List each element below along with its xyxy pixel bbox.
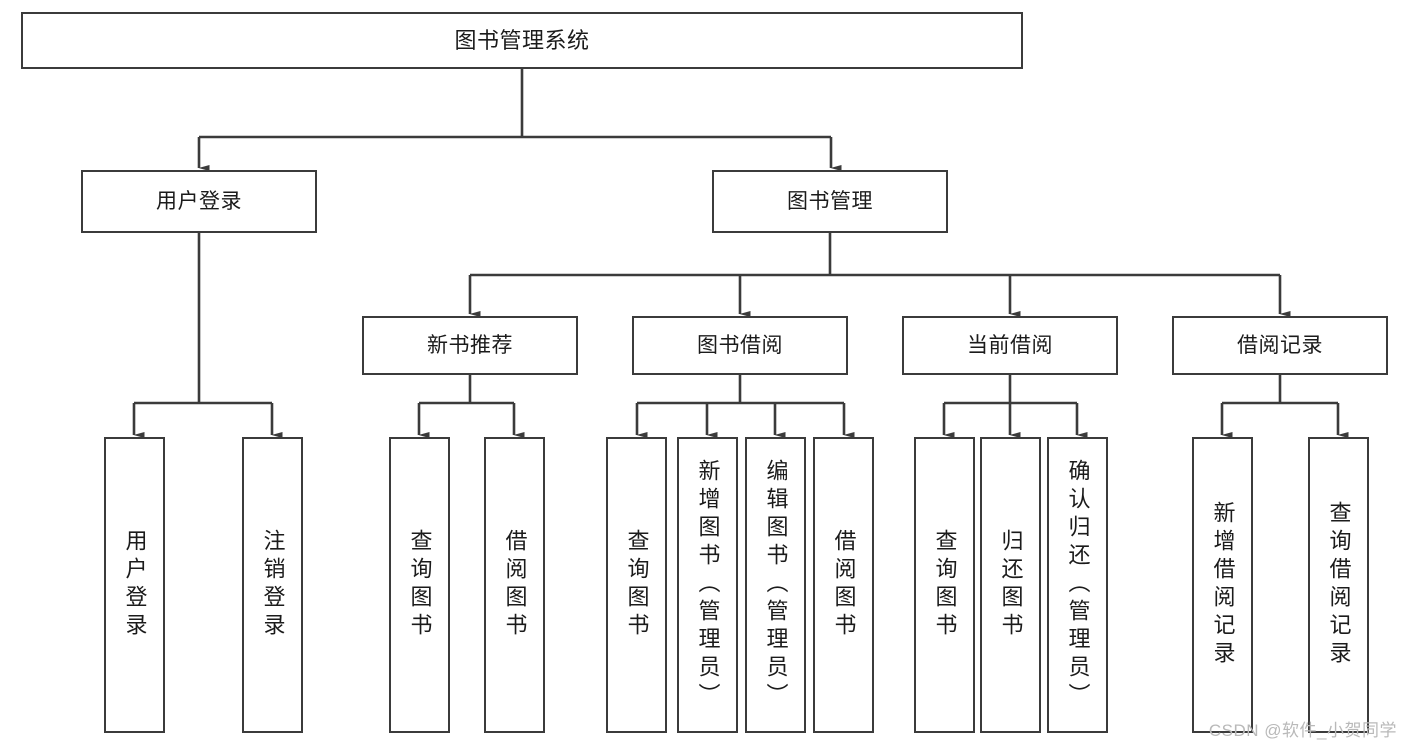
node-current-borrow[interactable]: 当前借阅 (902, 316, 1118, 375)
leaf-borrow-edit-book-admin[interactable]: 编辑图书（管理员） (745, 437, 806, 733)
node-root-book-management-system[interactable]: 图书管理系统 (21, 12, 1023, 69)
leaf-borrow-add-book-admin[interactable]: 新增图书（管理员） (677, 437, 738, 733)
leaf-recommend-query-book[interactable]: 查询图书 (389, 437, 450, 733)
node-label: 图书管理 (787, 190, 873, 213)
node-label: 用户登录 (122, 529, 148, 641)
node-label: 图书借阅 (697, 334, 783, 357)
node-label: 确认归还（管理员） (1065, 459, 1091, 711)
node-label: 当前借阅 (967, 334, 1053, 357)
node-user-login[interactable]: 用户登录 (81, 170, 317, 233)
node-label: 新增借阅记录 (1210, 501, 1236, 669)
leaf-current-return-book[interactable]: 归还图书 (980, 437, 1041, 733)
leaf-record-add-borrow-record[interactable]: 新增借阅记录 (1192, 437, 1253, 733)
leaf-current-confirm-return-admin[interactable]: 确认归还（管理员） (1047, 437, 1108, 733)
node-borrow-record[interactable]: 借阅记录 (1172, 316, 1388, 375)
node-book-management[interactable]: 图书管理 (712, 170, 948, 233)
node-label: 归还图书 (998, 529, 1024, 641)
leaf-borrow-query-book[interactable]: 查询图书 (606, 437, 667, 733)
node-label: 新书推荐 (427, 334, 513, 357)
node-label: 用户登录 (156, 190, 242, 213)
leaf-recommend-borrow-book[interactable]: 借阅图书 (484, 437, 545, 733)
leaf-user-login-signin[interactable]: 用户登录 (104, 437, 165, 733)
watermark: CSDN @软件_小贺同学 (1208, 721, 1397, 740)
node-label: 借阅图书 (502, 529, 528, 641)
node-label: 图书管理系统 (454, 27, 590, 53)
leaf-record-query-borrow-record[interactable]: 查询借阅记录 (1308, 437, 1369, 733)
node-label: 注销登录 (260, 529, 286, 641)
node-label: 编辑图书（管理员） (763, 459, 789, 711)
node-new-book-recommend[interactable]: 新书推荐 (362, 316, 578, 375)
leaf-borrow-borrow-book[interactable]: 借阅图书 (813, 437, 874, 733)
node-label: 借阅图书 (831, 529, 857, 641)
node-label: 查询图书 (932, 529, 958, 641)
node-label: 查询图书 (624, 529, 650, 641)
node-book-borrow[interactable]: 图书借阅 (632, 316, 848, 375)
node-label: 借阅记录 (1237, 334, 1323, 357)
node-label: 新增图书（管理员） (695, 459, 721, 711)
leaf-user-login-signout[interactable]: 注销登录 (242, 437, 303, 733)
node-label: 查询借阅记录 (1326, 501, 1352, 669)
node-label: 查询图书 (407, 529, 433, 641)
leaf-current-query-book[interactable]: 查询图书 (914, 437, 975, 733)
